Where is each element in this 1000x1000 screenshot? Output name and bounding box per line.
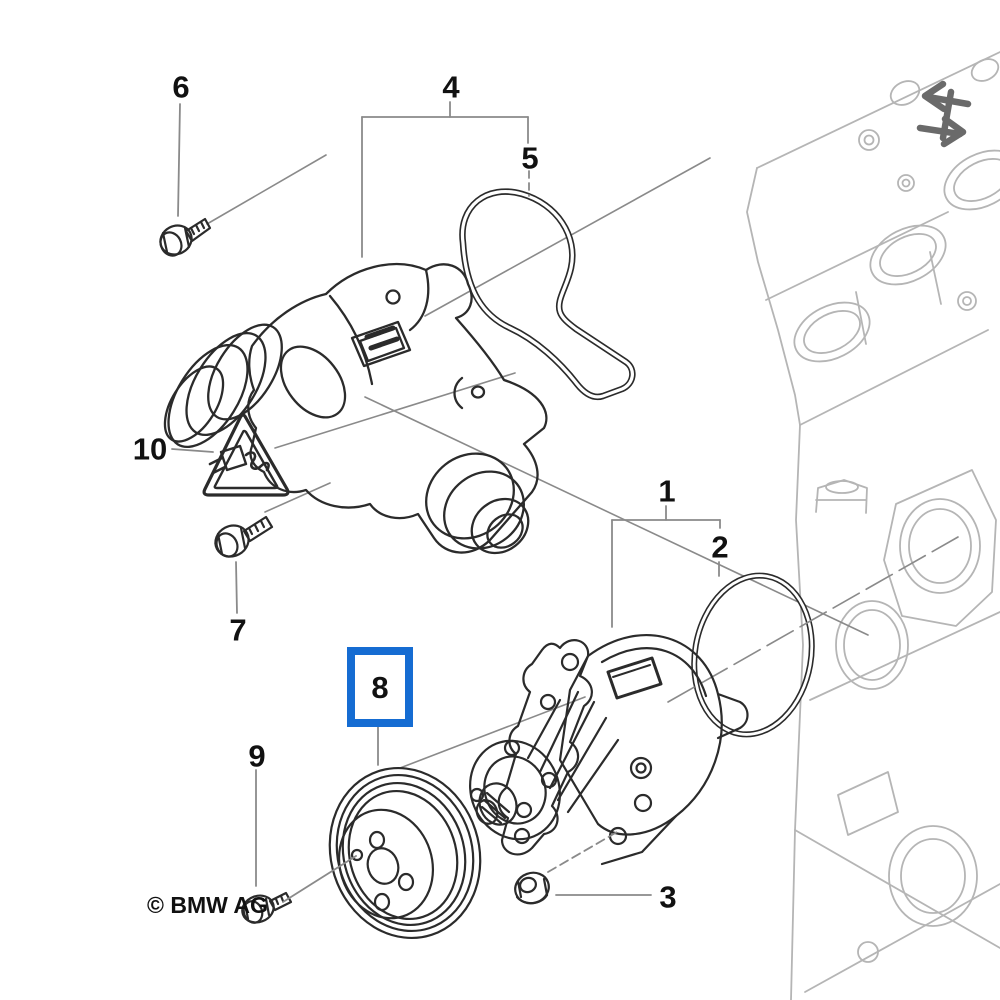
callout-5[interactable]: 5: [521, 140, 539, 176]
bolt-7-drawing: [214, 515, 274, 558]
thermostat-housing-drawing: [163, 262, 548, 555]
callout-8[interactable]: 8: [371, 669, 389, 705]
callout-9[interactable]: 9: [248, 738, 266, 774]
o-ring-drawing: [691, 572, 815, 738]
water-pump-drawing: [469, 634, 749, 866]
bolt-9-drawing: [241, 891, 293, 924]
callout-4[interactable]: 4: [442, 69, 460, 105]
callout-6[interactable]: 6: [172, 69, 190, 105]
bolt-6-drawing: [159, 217, 212, 257]
callout-10[interactable]: 10: [132, 431, 168, 467]
profile-gasket-drawing: [459, 188, 636, 401]
callout-leader-lines: [171, 101, 721, 903]
callout-1[interactable]: 1: [658, 473, 676, 509]
selected-part-highlight-box[interactable]: 8: [347, 647, 413, 727]
electrical-connector-warning-icon: [202, 413, 290, 497]
pump-axis-line: [667, 536, 959, 703]
engine-block-drawing: [746, 51, 1000, 1000]
nut-drawing: [514, 871, 550, 905]
pulley-drawing: [328, 766, 482, 940]
copyright-notice: © BMW AG: [147, 892, 268, 918]
callout-7[interactable]: 7: [229, 612, 247, 648]
callout-2[interactable]: 2: [711, 529, 729, 565]
callout-3[interactable]: 3: [659, 879, 677, 915]
assembly-axis-lines: [206, 154, 869, 769]
direction-arrows-icon: [916, 80, 972, 148]
